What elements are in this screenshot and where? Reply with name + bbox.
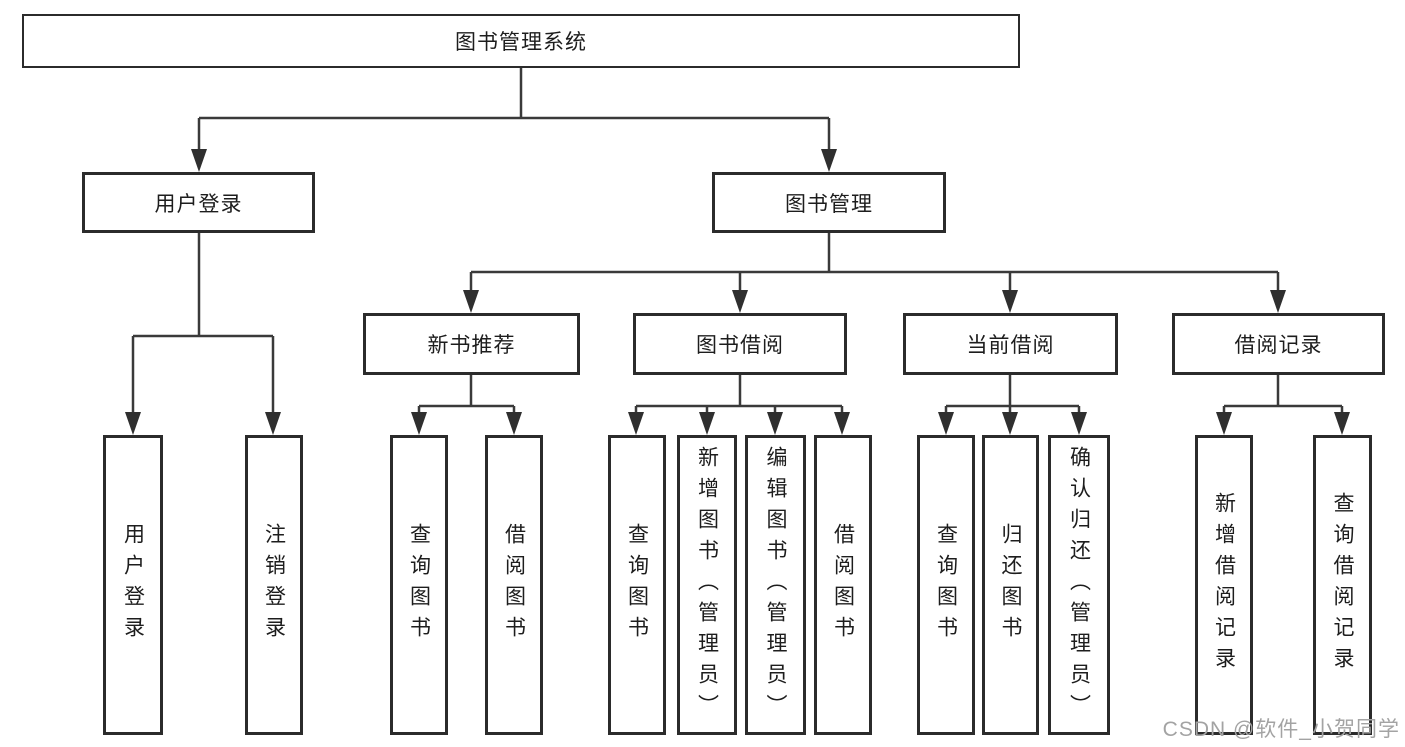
node-book-management: 图书管理	[712, 172, 946, 233]
leaf-query-books-recommend-label: 查询图书	[407, 523, 431, 647]
leaf-return-books-label: 归还图书	[999, 523, 1022, 647]
leaf-query-borrow-record-label: 查询借阅记录	[1331, 492, 1354, 678]
leaf-logout-login: 注销登录	[245, 435, 303, 735]
node-book-management-label: 图书管理	[785, 192, 873, 216]
connector-user-login-to-leaves	[125, 233, 281, 435]
node-root-label: 图书管理系统	[455, 31, 587, 54]
leaf-borrow-books-borrow-label: 借阅图书	[831, 523, 855, 647]
leaf-add-borrow-record: 新增借阅记录	[1195, 435, 1253, 735]
csdn-watermark: CSDN @软件_小贺同学	[1162, 718, 1400, 741]
node-new-book-recommendation: 新书推荐	[363, 313, 580, 375]
leaf-add-books-admin-label: 新增图书（管理员）	[695, 445, 719, 725]
node-current-borrowing: 当前借阅	[903, 313, 1118, 375]
leaf-edit-books-admin-label: 编辑图书（管理员）	[764, 445, 787, 725]
node-user-login-label: 用户登录	[154, 192, 243, 216]
leaf-add-books-admin: 新增图书（管理员）	[677, 435, 737, 735]
node-borrowing-records: 借阅记录	[1172, 313, 1385, 375]
leaf-borrow-books-recommend-label: 借阅图书	[502, 523, 526, 647]
leaf-user-login-label: 用户登录	[121, 523, 145, 647]
leaf-query-books-borrow-label: 查询图书	[625, 523, 649, 647]
connector-borrow-record-to-leaves	[1216, 375, 1350, 435]
connector-book-borrow-to-leaves	[628, 375, 850, 435]
leaf-query-books-recommend: 查询图书	[390, 435, 448, 735]
connector-current-borrow-to-leaves	[938, 375, 1087, 435]
leaf-query-books-current: 查询图书	[917, 435, 975, 735]
leaf-user-login: 用户登录	[103, 435, 163, 735]
leaf-confirm-return-admin: 确认归还（管理员）	[1048, 435, 1110, 735]
leaf-query-borrow-record: 查询借阅记录	[1313, 435, 1372, 735]
leaf-query-books-borrow: 查询图书	[608, 435, 666, 735]
node-book-borrowing: 图书借阅	[633, 313, 847, 375]
leaf-query-books-current-label: 查询图书	[934, 523, 958, 647]
node-current-borrowing-label: 当前借阅	[966, 334, 1055, 357]
leaf-borrow-books-recommend: 借阅图书	[485, 435, 543, 735]
leaf-add-borrow-record-label: 新增借阅记录	[1212, 492, 1236, 678]
node-borrowing-records-label: 借阅记录	[1234, 334, 1323, 357]
node-user-login: 用户登录	[82, 172, 315, 233]
leaf-logout-login-label: 注销登录	[262, 523, 286, 647]
node-new-book-recommendation-label: 新书推荐	[427, 334, 516, 357]
connector-root-to-level2	[191, 68, 837, 172]
leaf-return-books: 归还图书	[982, 435, 1039, 735]
leaf-confirm-return-admin-label: 确认归还（管理员）	[1067, 445, 1091, 725]
connector-book-management-to-level3	[463, 233, 1286, 313]
node-book-borrowing-label: 图书借阅	[696, 334, 784, 357]
connector-new-book-to-leaves	[411, 375, 522, 435]
leaf-edit-books-admin: 编辑图书（管理员）	[745, 435, 806, 735]
node-root-library-system: 图书管理系统	[22, 14, 1020, 68]
leaf-borrow-books-borrow: 借阅图书	[814, 435, 872, 735]
